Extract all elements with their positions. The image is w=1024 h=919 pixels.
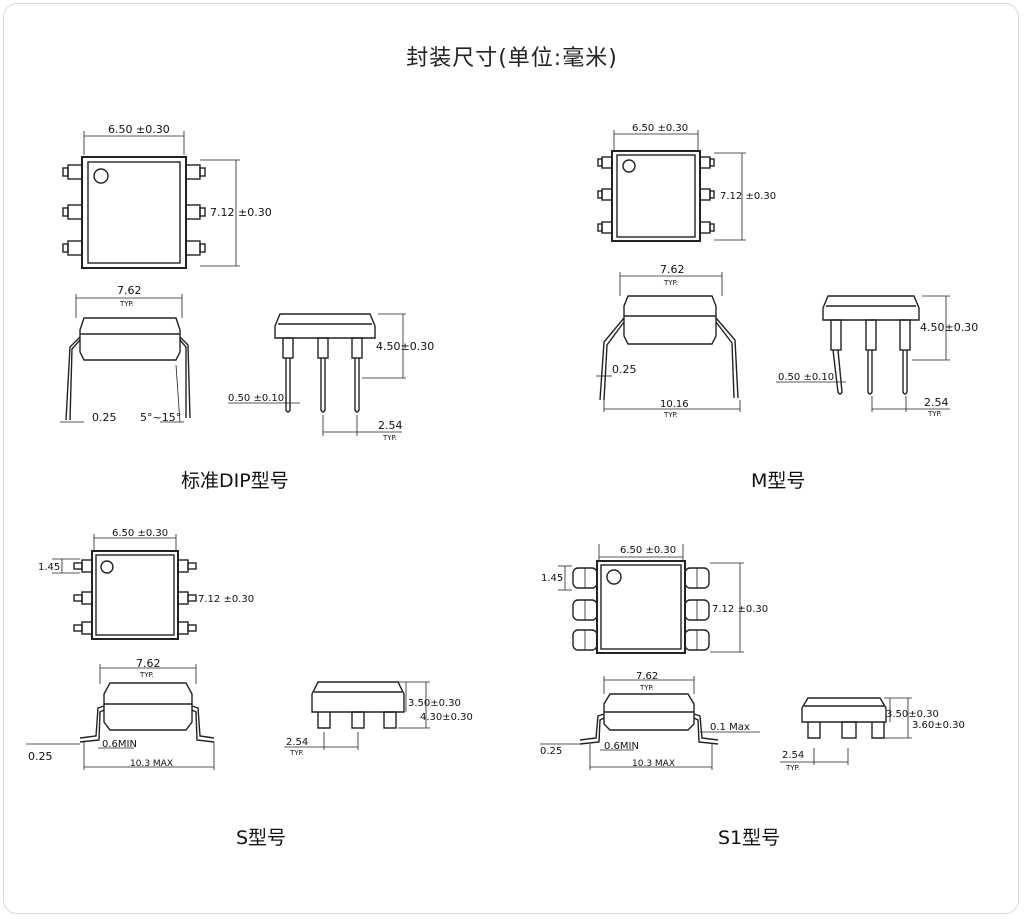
s-pitch-label: 7.62 <box>136 657 161 670</box>
dip-thick-label: 0.25 <box>92 411 117 424</box>
s1-pitch-typ: TYP. <box>639 684 654 692</box>
s-min-label: 0.6MIN <box>102 739 137 750</box>
s-end-view <box>284 681 430 750</box>
s1-end-view <box>780 697 912 765</box>
s-height350-label: 3.50±0.30 <box>408 698 461 709</box>
s1-top-view <box>558 544 744 654</box>
m-side-view <box>596 272 741 412</box>
s-pitch254-label: 2.54 <box>286 737 308 748</box>
m-width-label: 6.50 ±0.30 <box>632 123 688 134</box>
m-length-label: 7.12 ±0.30 <box>720 191 776 202</box>
s-side-view <box>26 664 215 770</box>
dip-end-view <box>228 313 406 436</box>
page-title: 封装尺寸(单位:毫米) <box>406 46 618 71</box>
s-top-view <box>52 534 197 640</box>
s-thick-label: 0.25 <box>28 750 53 763</box>
m-height-label: 4.50±0.30 <box>920 321 978 334</box>
dip-pitch-typ: TYP. <box>119 300 134 308</box>
m-top-view <box>597 130 746 242</box>
dip-width-label: 6.50 ±0.30 <box>108 123 170 136</box>
s-height430-label: 4.30±0.30 <box>420 712 473 723</box>
dip-side-view <box>60 294 191 423</box>
s1-pad-label: 1.45 <box>541 573 563 584</box>
m-pitch254-typ: TYP. <box>927 410 942 418</box>
s-length-label: 7.12 ±0.30 <box>198 594 254 605</box>
dip-lead-label: 0.50 ±0.10 <box>228 393 284 404</box>
s1-pitch254-label: 2.54 <box>782 750 804 761</box>
caption-m: M型号 <box>751 470 806 492</box>
caption-s: S型号 <box>236 827 287 849</box>
s1-height360-label: 3.60±0.30 <box>912 720 965 731</box>
caption-dip: 标准DIP型号 <box>181 470 289 492</box>
s1-side-view <box>540 676 760 770</box>
dip-length-label: 7.12 ±0.30 <box>210 206 272 219</box>
caption-s1: S1型号 <box>718 827 781 849</box>
m-pitch-label: 7.62 <box>660 263 685 276</box>
s1-min-label: 0.6MIN <box>604 741 639 752</box>
m-pitch254-label: 2.54 <box>924 396 949 409</box>
s1-width-label: 6.50 ±0.30 <box>620 545 676 556</box>
dip-pitch254-label: 2.54 <box>378 419 403 432</box>
dip-angle-label: 5°~15° <box>140 411 181 424</box>
dip-pitch254-typ: TYP. <box>382 434 397 442</box>
m-lead-label: 0.50 ±0.10 <box>778 372 834 383</box>
m-end-view <box>776 295 950 412</box>
m-pitch-typ: TYP. <box>663 279 678 287</box>
page-frame <box>3 3 1019 914</box>
s-pad-label: 1.45 <box>38 562 60 573</box>
s1-pitch254-typ: TYP. <box>785 764 800 772</box>
s-pitch-typ: TYP. <box>139 671 154 679</box>
s1-pitch-label: 7.62 <box>636 671 658 682</box>
s-width-label: 6.50 ±0.30 <box>112 528 168 539</box>
s-pitch254-typ: TYP. <box>289 749 304 757</box>
s1-thick-label: 0.25 <box>540 746 562 757</box>
s1-height350-label: 3.50±0.30 <box>886 709 939 720</box>
dip-height-label: 4.50±0.30 <box>376 340 434 353</box>
s1-length-label: 7.12 ±0.30 <box>712 604 768 615</box>
s1-max-label: 10.3 MAX <box>632 759 675 769</box>
s-max-label: 10.3 MAX <box>130 759 173 769</box>
m-thick-label: 0.25 <box>612 363 637 376</box>
s1-max01-label: 0.1 Max <box>710 722 750 733</box>
m-span-typ: TYP. <box>663 411 678 419</box>
dip-pitch-label: 7.62 <box>117 284 142 297</box>
dip-top-view <box>62 131 240 269</box>
m-span-label: 10.16 <box>660 399 689 410</box>
